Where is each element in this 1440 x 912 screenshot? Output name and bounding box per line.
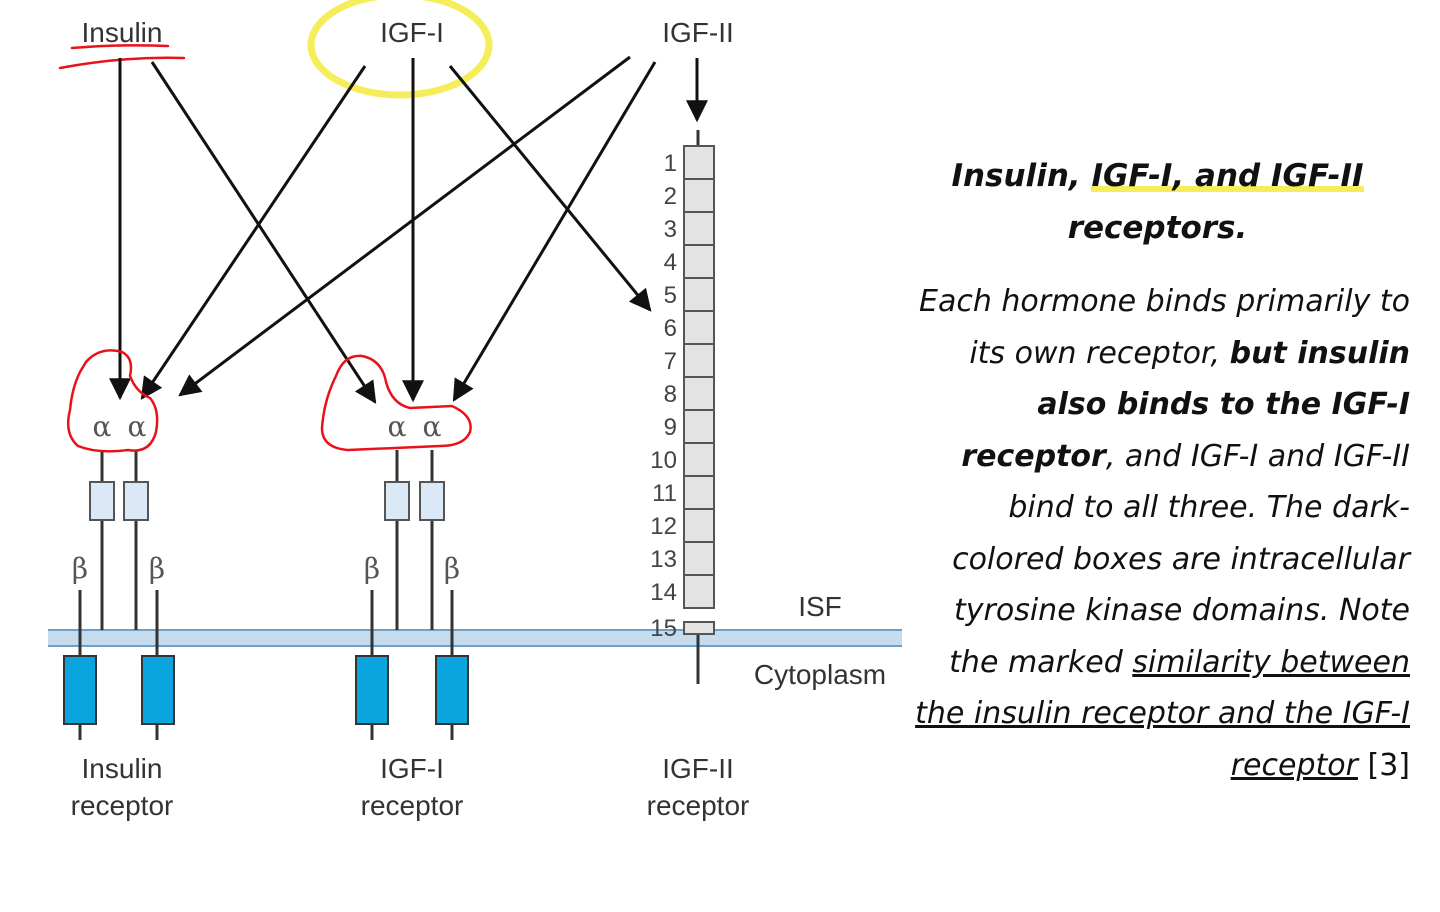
caption-text2: , and IGF-I and IGF-II bind to all three…	[949, 438, 1410, 680]
insulin-receptor-label-line2: receptor	[71, 790, 174, 821]
igf2-domain-box-8	[683, 376, 715, 411]
igf2-domain-number-13: 13	[650, 546, 677, 573]
igf1-receptor-kinase-left	[355, 655, 389, 725]
hormone-label-igf2: IGF-II	[662, 17, 734, 48]
caption-bold-text: but insulin also binds to the IGF-I rece…	[961, 335, 1410, 474]
insulin-red-underline	[58, 44, 186, 70]
igf1-receptor-red-outline	[320, 354, 472, 452]
caption-title-part1: Insulin,	[951, 158, 1092, 194]
igf2-domain-number-3: 3	[664, 216, 677, 243]
igf2-domain-number-11: 11	[652, 480, 677, 507]
igf1-receptor-label-line2: receptor	[361, 790, 464, 821]
igf1-receptor-beta-right: β	[444, 552, 460, 585]
igf1-receptor-kinase-right	[435, 655, 469, 725]
igf2-domain-number-14: 14	[650, 579, 677, 606]
igf2-receptor-label-line1: IGF-II	[662, 753, 734, 784]
igf2-domain-box-10	[683, 442, 715, 477]
caption-title-part2: receptors.	[1067, 210, 1248, 246]
caption-body: Each hormone binds primarily to its own …	[905, 276, 1410, 791]
caption-reference: [3]	[1367, 747, 1411, 783]
caption-underlined-text: similarity between the insulin receptor …	[915, 644, 1410, 783]
insulin-receptor-alpha-box-right	[123, 481, 149, 521]
igf2-domain-box-12	[683, 508, 715, 543]
igf2-domain-number-8: 8	[664, 381, 677, 408]
insulin-receptor-beta-right: β	[149, 552, 165, 585]
igf2-domain-box-4	[683, 244, 715, 279]
igf1-receptor-alpha-right: α	[423, 410, 442, 443]
insulin-receptor-beta-left: β	[72, 552, 88, 585]
igf2-domain-box-3	[683, 211, 715, 246]
insulin-receptor-kinase-left	[63, 655, 97, 725]
igf2-domain-number-6: 6	[664, 315, 677, 342]
hormone-label-insulin: Insulin	[82, 17, 163, 48]
arrow-insulin-to-igf1-receptor	[150, 61, 377, 404]
igf2-domain-box-1	[683, 145, 715, 180]
arrow-igf1-to-igf2-receptor	[448, 65, 652, 312]
arrow-igf2-to-insulin-receptor	[178, 55, 631, 397]
igf2-domain-number-10: 10	[650, 447, 677, 474]
igf1-receptor-alpha-box-right	[419, 481, 445, 521]
igf2-domain-box-7	[683, 343, 715, 378]
igf1-receptor-alpha-box-left	[384, 481, 410, 521]
caption-title: Insulin, IGF-I, and IGF-II receptors.	[905, 150, 1410, 254]
arrow-igf2-to-igf1-receptor	[452, 61, 657, 402]
igf2-domain-number-2: 2	[664, 183, 677, 210]
igf2-domain-number-5: 5	[664, 282, 677, 309]
caption-text1: Each hormone binds primarily to its own …	[918, 284, 1410, 371]
igf2-domain-number-4: 4	[664, 249, 677, 276]
insulin-receptor-alpha-left: α	[93, 410, 112, 443]
caption-text3	[1358, 748, 1368, 783]
igf2-domain-number-1: 1	[664, 150, 677, 177]
insulin-receptor-alpha-right: α	[128, 410, 147, 443]
hormone-label-igf1: IGF-I	[380, 17, 444, 48]
igf2-domain-box-9	[683, 409, 715, 444]
caption-title-highlight: IGF-I, and IGF-II	[1091, 158, 1364, 194]
igf2-domain-number-9: 9	[664, 414, 677, 441]
insulin-receptor-alpha-box-left	[89, 481, 115, 521]
igf1-highlight-circle	[307, 0, 493, 99]
igf1-receptor-label-line1: IGF-I	[380, 753, 444, 784]
cytoplasm-label: Cytoplasm	[754, 659, 886, 690]
igf2-domain-box-5	[683, 277, 715, 312]
insulin-receptor-label-line1: Insulin	[82, 753, 163, 784]
igf2-domain-number-15: 15	[650, 615, 677, 642]
igf2-domain-box-6	[683, 310, 715, 345]
igf2-domain-box-11	[683, 475, 715, 510]
cell-membrane	[48, 629, 902, 647]
arrow-igf1-to-insulin-receptor	[140, 65, 367, 400]
igf2-domain-number-12: 12	[650, 513, 677, 540]
igf2-domain-number-7: 7	[664, 348, 677, 375]
igf2-receptor-label-line2: receptor	[647, 790, 750, 821]
igf1-receptor-alpha-left: α	[388, 410, 407, 443]
igf2-domain-box-15	[683, 621, 715, 635]
figure-caption: Insulin, IGF-I, and IGF-II receptors. Eac…	[905, 150, 1410, 791]
igf1-receptor-beta-left: β	[364, 552, 380, 585]
igf2-domain-box-14	[683, 574, 715, 609]
insulin-receptor-kinase-right	[141, 655, 175, 725]
igf2-domain-box-13	[683, 541, 715, 576]
isf-label: ISF	[798, 591, 842, 622]
binding-arrows	[109, 55, 708, 404]
receptor-diagram: Insulin IGF-I IGF-II ISF Cytoplasm α	[48, 0, 902, 821]
igf2-domain-box-2	[683, 178, 715, 213]
insulin-receptor-red-outline	[67, 349, 159, 453]
insulin-receptor: α α β β	[63, 349, 175, 740]
igf1-receptor: α α β β	[320, 354, 472, 740]
